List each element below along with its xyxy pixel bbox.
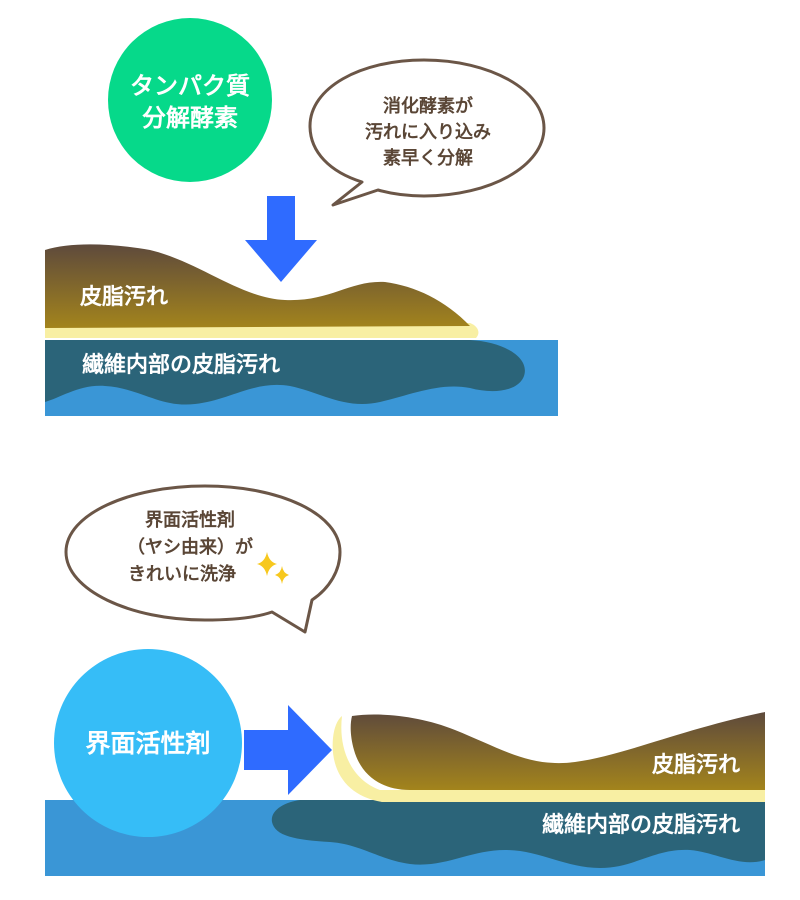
top-enzyme-circle: タンパク質 分解酵素	[108, 18, 272, 182]
bottom-speech-bubble: 界面活性剤 （ヤシ由来）が きれいに洗浄	[64, 484, 342, 634]
top-circle-line2: 分解酵素	[142, 104, 238, 132]
top-sebum-label: 皮脂汚れ	[80, 284, 168, 310]
top-sebum-body	[45, 244, 470, 328]
top-bubble-line2: 汚れに入り込み	[365, 122, 491, 143]
bottom-bubble-shape	[64, 484, 342, 634]
bottom-fiber-label: 繊維内部の皮脂汚れ	[542, 812, 740, 838]
bottom-bubble-line1: 界面活性剤	[145, 509, 235, 531]
top-fiber-label: 繊維内部の皮脂汚れ	[82, 352, 280, 378]
bottom-sebum: 皮脂汚れ	[332, 712, 765, 802]
top-bubble-shape	[308, 58, 546, 207]
top-circle-line1: タンパク質	[130, 72, 250, 100]
bottom-bubble-line2: （ヤシ由来）が	[127, 536, 253, 558]
bottom-fiber-inner-stain	[271, 800, 765, 868]
top-bubble-line3: 素早く分解	[383, 147, 473, 169]
top-section: 繊維内部の皮脂汚れ 皮脂汚れ タンパク質 分解酵素 消化酵素が 汚れに入り込み …	[45, 18, 558, 416]
bottom-section: 繊維内部の皮脂汚れ 皮脂汚れ 界面活性剤 界面活性剤 （ヤシ由来）が きれいに洗…	[45, 484, 765, 876]
bottom-bubble-line3: きれいに洗浄	[128, 563, 236, 585]
bottom-sebum-body	[350, 712, 765, 790]
sparkle-icon	[257, 552, 289, 584]
arrow-right-icon	[244, 705, 332, 795]
top-speech-bubble: 消化酵素が 汚れに入り込み 素早く分解	[308, 58, 546, 207]
top-sebum: 皮脂汚れ	[45, 244, 479, 338]
top-fiber: 繊維内部の皮脂汚れ	[45, 340, 558, 416]
bottom-sebum-label: 皮脂汚れ	[652, 752, 740, 778]
top-bubble-line1: 消化酵素が	[383, 95, 473, 117]
top-fiber-inner-stain	[45, 340, 525, 405]
arrow-down-icon	[245, 196, 317, 282]
bottom-surfactant-circle: 界面活性剤	[54, 649, 242, 837]
bottom-sebum-edge	[332, 716, 765, 802]
bottom-circle-line1: 界面活性剤	[85, 729, 210, 758]
